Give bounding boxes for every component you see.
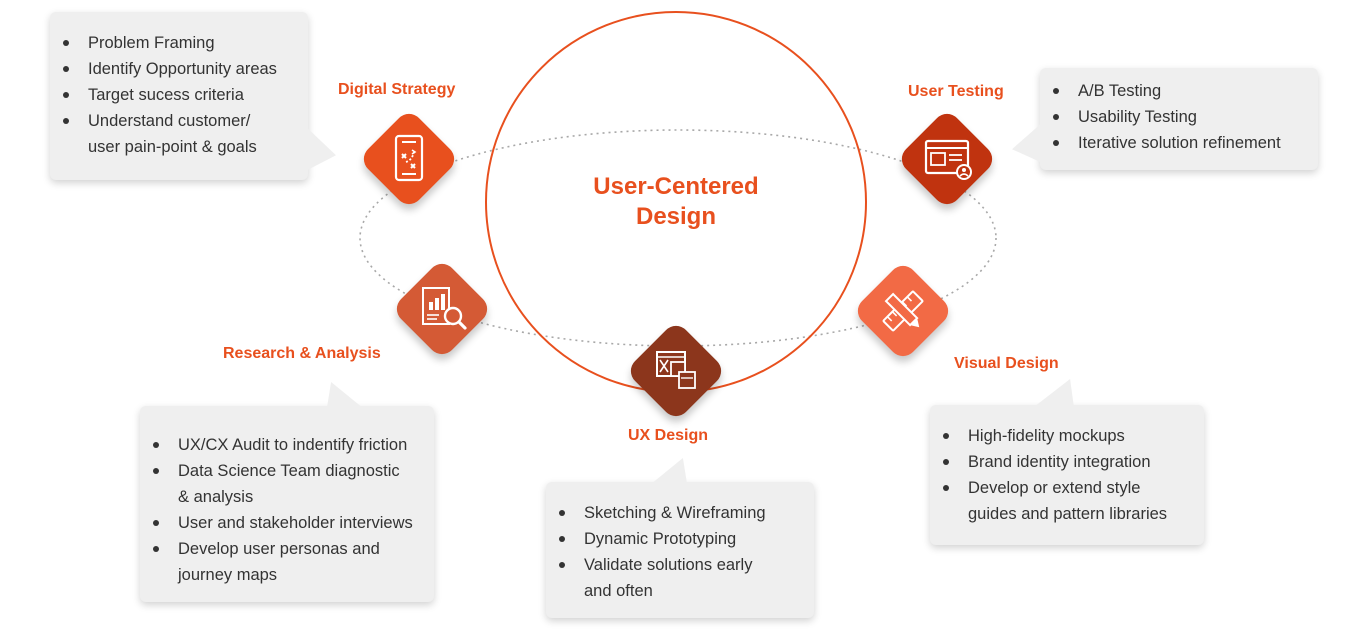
list-item: UX/CX Audit to indentify friction (140, 432, 434, 458)
list-item: Understand customer/ (50, 108, 308, 134)
digital-strategy-card: Problem Framing Identify Opportunity are… (50, 12, 336, 180)
user-testing-label: User Testing (908, 83, 1004, 100)
visual-design-node[interactable] (852, 260, 954, 362)
list-item: Data Science Team diagnostic (140, 458, 434, 484)
ux-design-node[interactable] (625, 320, 727, 422)
list-item: User and stakeholder interviews (140, 510, 434, 536)
research-analysis-node[interactable] (391, 258, 493, 360)
list-item: Develop or extend style (930, 475, 1204, 501)
center-title-line1: User-Centered (593, 173, 759, 200)
visual-design-label: Visual Design (954, 355, 1059, 372)
ux-design-card: Sketching & Wireframing Dynamic Prototyp… (546, 458, 814, 618)
list-item: High-fidelity mockups (930, 423, 1204, 449)
card-pointer (306, 126, 336, 178)
list-item: Dynamic Prototyping (546, 526, 814, 552)
list-item: Iterative solution refinement (1040, 130, 1318, 156)
report-search-icon (422, 287, 467, 330)
list-item: Brand identity integration (930, 449, 1204, 475)
testing-screen-icon (924, 139, 972, 180)
list-item: Target sucess criteria (50, 82, 308, 108)
list-item: journey maps (178, 566, 278, 584)
list-item: Usability Testing (1040, 104, 1318, 130)
list-item: and often (584, 582, 653, 600)
center-title: User-Centered Design (540, 172, 812, 232)
list-item: guides and pattern libraries (968, 505, 1168, 523)
list-item: Develop user personas and (140, 536, 434, 562)
user-testing-node[interactable] (896, 108, 998, 210)
list-item: & analysis (178, 488, 254, 506)
list-item: Sketching & Wireframing (546, 500, 814, 526)
visual-design-card: High-fidelity mockups Brand identity int… (930, 379, 1204, 545)
research-analysis-label: Research & Analysis (223, 345, 381, 362)
card-pointer (1012, 122, 1042, 170)
digital-strategy-label: Digital Strategy (338, 81, 456, 98)
list-item: user pain-point & goals (88, 138, 257, 156)
center-title-line2: Design (635, 203, 716, 230)
list-item: Validate solutions early (546, 552, 814, 578)
mobile-strategy-icon (394, 134, 424, 182)
list-item: Identify Opportunity areas (50, 56, 308, 82)
pencil-ruler-icon (882, 290, 924, 332)
list-item: A/B Testing (1040, 78, 1318, 104)
list-item: Problem Framing (50, 30, 308, 56)
ux-design-label: UX Design (628, 427, 709, 444)
wireframe-icon (656, 351, 696, 389)
research-analysis-card: UX/CX Audit to indentify friction Data S… (140, 382, 434, 602)
user-testing-card: A/B Testing Usability Testing Iterative … (1012, 68, 1318, 170)
digital-strategy-node[interactable] (358, 108, 460, 210)
